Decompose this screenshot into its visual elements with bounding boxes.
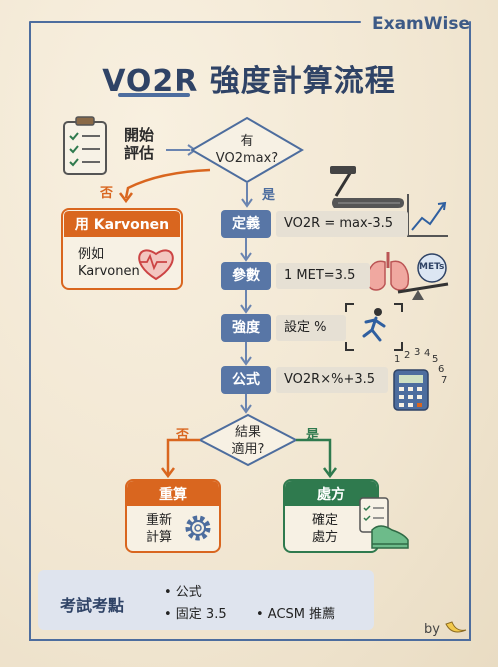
recalc-body-line2: 計算: [146, 530, 173, 545]
yes-label-2: 是: [306, 428, 320, 443]
summary-item: • 固定 3.5: [164, 607, 227, 622]
summary-title: 考試考點: [60, 596, 125, 615]
step-intensity-label: 強度: [221, 314, 271, 342]
no-label-2: 否: [176, 428, 190, 443]
decision-vo2max-line1: 有: [240, 134, 254, 149]
decision-result-line1: 結果: [234, 425, 261, 440]
decision-result-text: 結果 適用?: [218, 424, 278, 458]
karvonen-body-line2: Karvonen: [78, 264, 140, 279]
prescribe-body: 確定 處方: [312, 512, 338, 546]
karvonen-body-line1: 例如: [78, 247, 105, 262]
prescribe-title: 處方: [317, 487, 345, 503]
step-define-content: VO2R = max-3.5: [276, 211, 408, 237]
decision-result-line2: 適用?: [231, 442, 265, 457]
step-define-label: 定義: [221, 210, 271, 238]
summary-box: [38, 570, 374, 630]
yes-label-1: 是: [262, 188, 276, 203]
step-formula-label: 公式: [221, 366, 271, 394]
start-label-line2: 評估: [124, 144, 155, 162]
brand-logo: ExamWise: [372, 14, 470, 34]
karvonen-body: 例如 Karvonen: [78, 246, 140, 280]
summary-item: • 公式: [164, 585, 202, 600]
step-params-label: 參數: [221, 262, 271, 290]
page-title: VO2R 強度計算流程: [102, 64, 396, 99]
step-formula-content: VO2R×%+3.5: [276, 367, 388, 393]
recalc-title: 重算: [159, 487, 187, 503]
recalc-body: 重新 計算: [146, 512, 172, 546]
summary-item: • ACSM 推薦: [256, 607, 336, 622]
mets-badge: METs: [419, 262, 445, 272]
start-label-line1: 開始: [124, 126, 155, 144]
byline: by: [424, 622, 440, 637]
recalc-body-line1: 重新: [146, 513, 173, 528]
prescribe-body-line1: 確定: [312, 513, 339, 528]
start-label: 開始 評估: [124, 126, 164, 162]
title-underline: [118, 93, 190, 97]
no-label-1: 否: [100, 186, 114, 201]
decision-vo2max-line2: VO2max?: [215, 151, 279, 166]
karvonen-title: 用 Karvonen: [74, 217, 170, 233]
step-intensity-content: 設定 %: [276, 315, 346, 341]
step-params-content: 1 MET=3.5: [276, 263, 370, 289]
prescribe-body-line2: 處方: [312, 530, 339, 545]
decision-vo2max-text: 有 VO2max?: [207, 133, 287, 167]
